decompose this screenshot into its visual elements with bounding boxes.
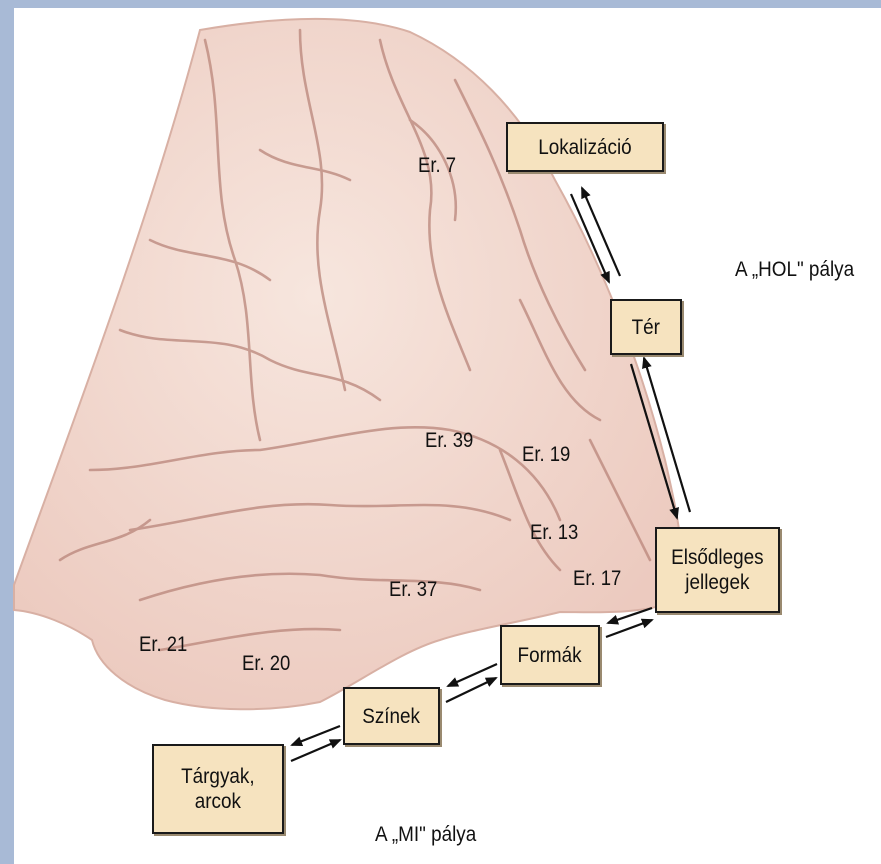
- box-lokalizacio: Lokalizáció: [506, 122, 664, 172]
- box-ter: Tér: [610, 299, 682, 355]
- box-elsodleges-line2: jellegek: [671, 570, 763, 595]
- arrow-szinek-to-formak: [446, 678, 496, 702]
- pathway-label-mi: A „MI" pálya: [375, 823, 476, 847]
- arrow-formak-to-elsodleges: [606, 620, 652, 637]
- pathway-label-hol: A „HOL" pálya: [735, 258, 854, 282]
- area-label-er20: Er. 20: [242, 652, 290, 676]
- box-szinek: Színek: [343, 687, 440, 745]
- box-formak-text: Formák: [518, 643, 582, 668]
- box-formak: Formák: [500, 625, 600, 685]
- box-targyak-arcok: Tárgyak, arcok: [152, 744, 284, 834]
- area-label-er19: Er. 19: [522, 443, 570, 467]
- box-ter-text: Tér: [632, 315, 660, 340]
- box-lokalizacio-text: Lokalizáció: [538, 135, 632, 160]
- area-label-er21: Er. 21: [139, 633, 187, 657]
- arrow-formak-to-szinek: [448, 664, 497, 686]
- box-elsodleges-line1: Elsődleges: [671, 545, 763, 570]
- box-elsodleges-jellegek: Elsődleges jellegek: [655, 527, 780, 613]
- box-targyak-line1: Tárgyak,: [181, 764, 255, 789]
- area-label-er37: Er. 37: [389, 578, 437, 602]
- area-label-er39: Er. 39: [425, 429, 473, 453]
- area-label-er13: Er. 13: [530, 521, 578, 545]
- box-targyak-line2: arcok: [181, 789, 255, 814]
- area-label-er17: Er. 17: [573, 567, 621, 591]
- area-label-er7: Er. 7: [418, 154, 456, 178]
- box-szinek-text: Színek: [363, 704, 421, 729]
